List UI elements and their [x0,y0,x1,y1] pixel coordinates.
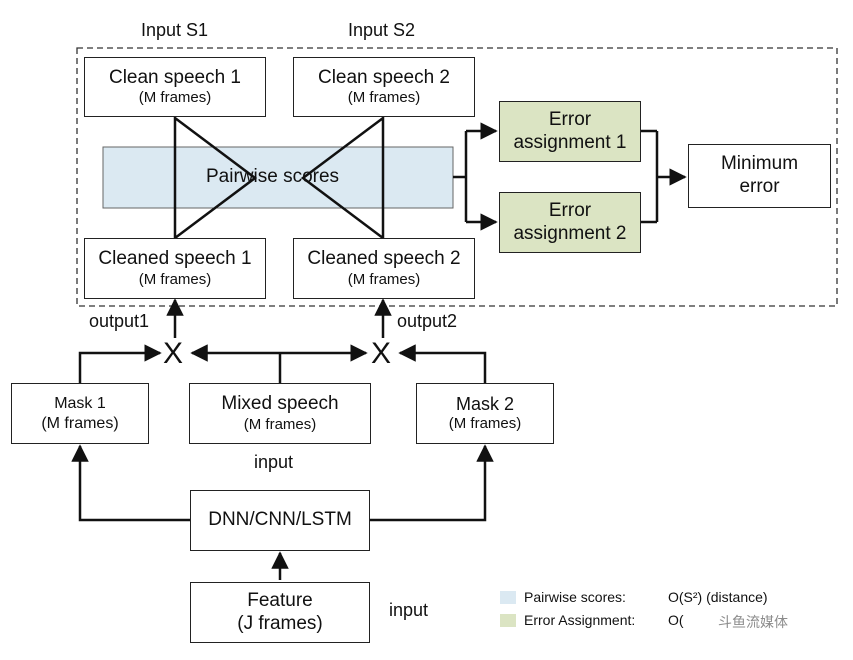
cleaned-speech-2-title: Cleaned speech 2 [307,248,461,270]
feature-title: Feature [247,589,313,611]
clean-speech-2-title: Clean speech 2 [317,66,451,88]
dnn-cnn-lstm-label: DNN/CNN/LSTM [208,509,352,531]
mixed-speech-box: Mixed speech (M frames) [189,383,371,444]
watermark-text: 斗鱼流媒体 [718,614,788,630]
cleaned-speech-2-frames: (M frames) [347,270,421,288]
legend-error-label: Error Assignment: [524,612,636,628]
mask1-to-combiner1 [78,344,162,383]
error-assignment-2-box: Error assignment 2 [499,192,641,253]
combiner-1-symbol: X [163,337,184,370]
output2-label: output2 [397,311,458,331]
clean-speech-2-frames: (M frames) [347,89,421,107]
mask-1-title: Mask 1 [54,395,106,413]
error-assignment-1-line1: Error [548,108,592,130]
dashed-group-border [76,47,838,307]
error-assignment-2-line2: assignment 2 [513,222,627,244]
legend-pairwise-complexity: O(S²) (distance) [668,589,768,605]
dnn-to-mask2 [370,444,494,522]
legend-pairwise-swatch [500,591,516,604]
cleaned-speech-1-title: Cleaned speech 1 [98,248,252,270]
input-s2-label: Input S2 [348,20,416,40]
legend-pairwise-label: Pairwise scores: [524,589,626,605]
legend-error-complexity: O( [668,612,684,628]
mixed-speech-frames: (M frames) [243,415,317,433]
error-assignment-1-box: Error assignment 1 [499,101,641,162]
mask-1-box: Mask 1 (M frames) [11,383,149,444]
clean-speech-2-box: Clean speech 2 (M frames) [293,57,475,117]
input-s1-label: Input S1 [141,20,209,40]
clean-speech-1-frames: (M frames) [138,89,212,107]
clean-speech-1-box: Clean speech 1 (M frames) [84,57,266,117]
mask-2-box: Mask 2 (M frames) [416,383,554,444]
mask-2-frames: (M frames) [448,415,522,433]
minimum-error-line2: error [739,176,780,197]
funnel-right [300,115,385,241]
clean-speech-1-title: Clean speech 1 [108,66,242,88]
cleaned-speech-1-frames: (M frames) [138,270,212,288]
cleaned-speech-1-box: Cleaned speech 1 (M frames) [84,238,266,299]
pairwise-scores-bar [102,146,454,209]
error-assignment-1-line2: assignment 1 [513,131,627,153]
legend-error-swatch [500,614,516,627]
mask2-to-combiner2 [398,344,487,383]
mixed-speech-title: Mixed speech [221,393,339,415]
minimum-error-line1: Minimum [720,153,799,175]
dnn-to-mask1 [71,444,190,522]
dnn-cnn-lstm-box: DNN/CNN/LSTM [190,490,370,551]
input-feature-label: input [389,600,429,620]
feature-frames: (J frames) [237,612,323,634]
funnel-left [173,115,258,241]
input-mid-label: input [254,452,294,472]
feature-box: Feature (J frames) [190,582,370,643]
cleaned-speech-2-box: Cleaned speech 2 (M frames) [293,238,475,299]
mask-2-title: Mask 2 [455,393,515,414]
combiner-2-symbol: X [371,337,392,370]
minimum-error-box: Minimum error [688,144,831,208]
output1-label: output1 [89,311,150,331]
mask-1-frames: (M frames) [41,414,119,432]
error-assignment-2-line1: Error [548,199,592,221]
pairwise-scores-label: Pairwise scores [206,166,340,187]
